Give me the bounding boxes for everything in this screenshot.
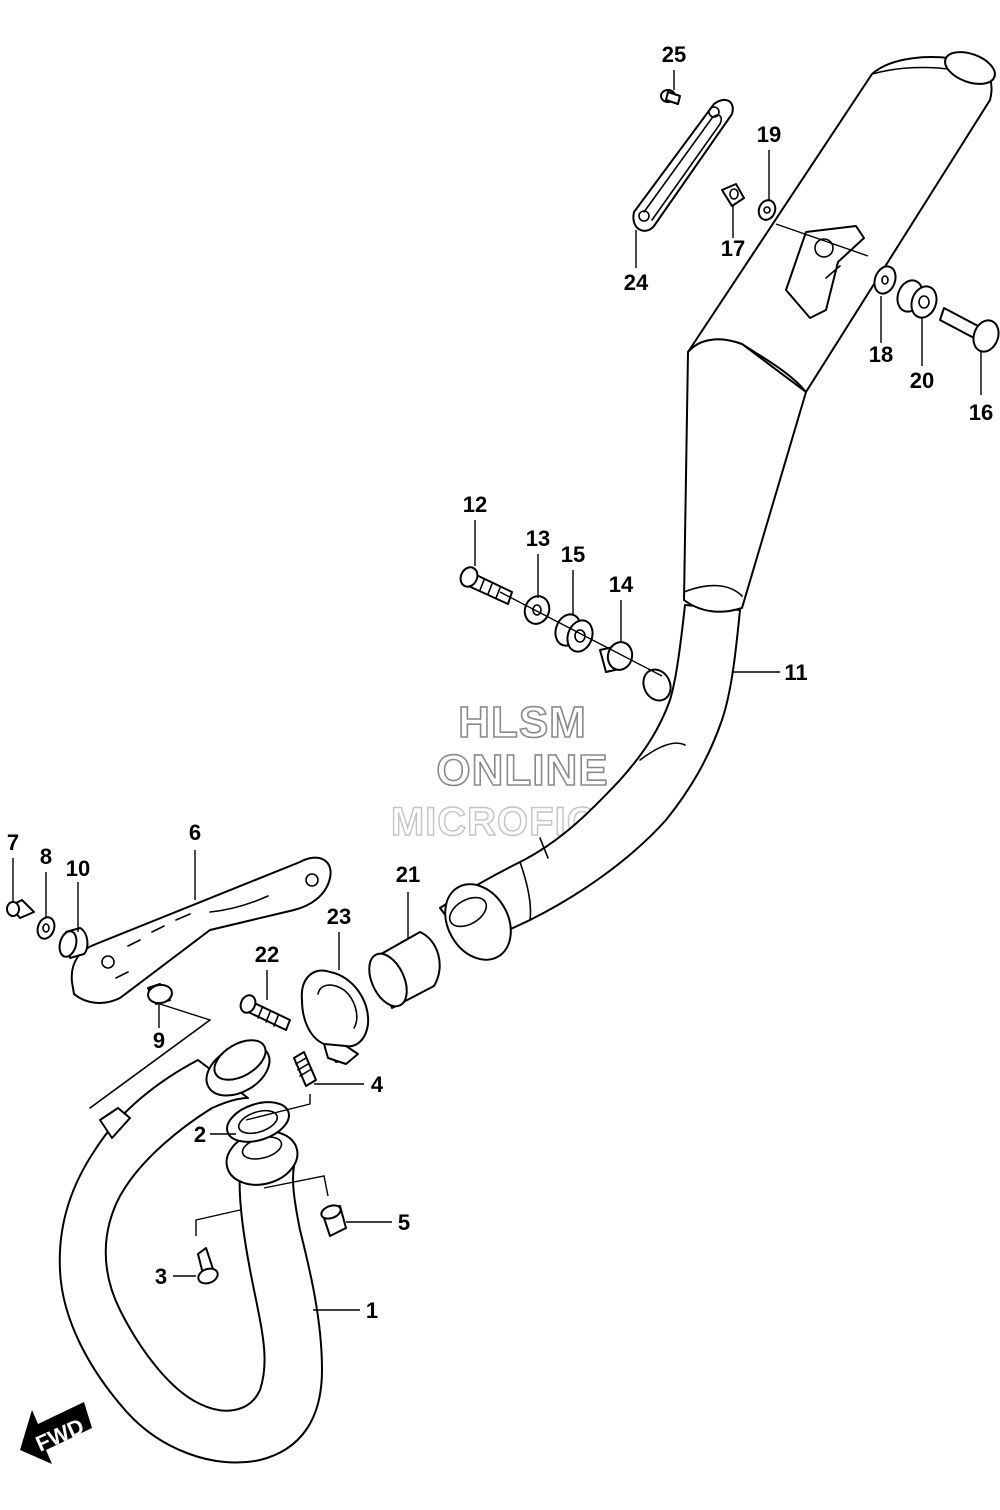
callout-6: 6	[189, 820, 201, 845]
callout-2: 2	[194, 1122, 206, 1147]
callout-8: 8	[40, 844, 52, 869]
washer-13	[523, 595, 551, 625]
callout-20: 20	[910, 368, 934, 393]
muffler-mount-bracket	[785, 225, 865, 319]
bracket-plate-24	[632, 98, 734, 232]
bolt-12	[459, 566, 513, 605]
fwd-arrow-icon: FWD	[20, 1402, 92, 1464]
stud-4	[293, 1051, 317, 1087]
callout-25: 25	[662, 42, 686, 67]
callout-7: 7	[7, 830, 19, 855]
gasket-sleeve-21	[368, 931, 441, 1009]
callout-15: 15	[561, 542, 585, 567]
clamp-23	[300, 969, 370, 1065]
washer-18	[873, 265, 897, 295]
callout-23: 23	[327, 904, 351, 929]
screw-25	[660, 89, 681, 105]
stud-bolt-3	[197, 1247, 219, 1285]
callout-22: 22	[255, 942, 279, 967]
callout-1: 1	[366, 1298, 378, 1323]
callout-14: 14	[609, 572, 634, 597]
callout-labels: 1 2 3 4 5 6 7 8 9 10 11 12 13 14 15 16 1…	[7, 42, 993, 1323]
callout-24: 24	[624, 270, 649, 295]
leader-lines	[12, 70, 982, 1311]
callout-9: 9	[153, 1028, 165, 1053]
callout-11: 11	[784, 660, 807, 685]
nut-5	[320, 1204, 347, 1237]
collar-20	[896, 279, 938, 319]
watermark-line-2: ONLINE	[436, 745, 609, 796]
screw-7	[6, 899, 35, 919]
heat-shield-6	[70, 856, 332, 1004]
callout-13: 13	[526, 526, 550, 551]
muffler-cone	[683, 338, 807, 613]
collar-14	[599, 641, 634, 673]
callout-17: 17	[721, 236, 745, 261]
callout-5: 5	[398, 1210, 410, 1235]
callout-4: 4	[371, 1072, 384, 1097]
collar-10	[58, 927, 89, 959]
muffler-body	[687, 56, 993, 393]
nut-17	[721, 183, 745, 207]
exhaust-pipe	[58, 1019, 323, 1464]
bolt-16	[939, 307, 1000, 353]
muffler-assembly	[439, 51, 996, 961]
bolt-22	[239, 994, 291, 1031]
callout-10: 10	[66, 856, 90, 881]
callout-18: 18	[869, 342, 893, 367]
callout-21: 21	[396, 862, 420, 887]
watermark-line-1: HLSM	[457, 697, 587, 748]
callout-19: 19	[757, 122, 781, 147]
washer-19	[757, 199, 777, 221]
callout-12: 12	[463, 492, 487, 517]
callout-16: 16	[969, 400, 993, 425]
callout-3: 3	[155, 1264, 167, 1289]
washer-8	[36, 916, 56, 940]
bolt-9	[147, 983, 173, 1005]
gasket-part-2	[226, 1101, 290, 1143]
grommet-15	[554, 613, 594, 653]
